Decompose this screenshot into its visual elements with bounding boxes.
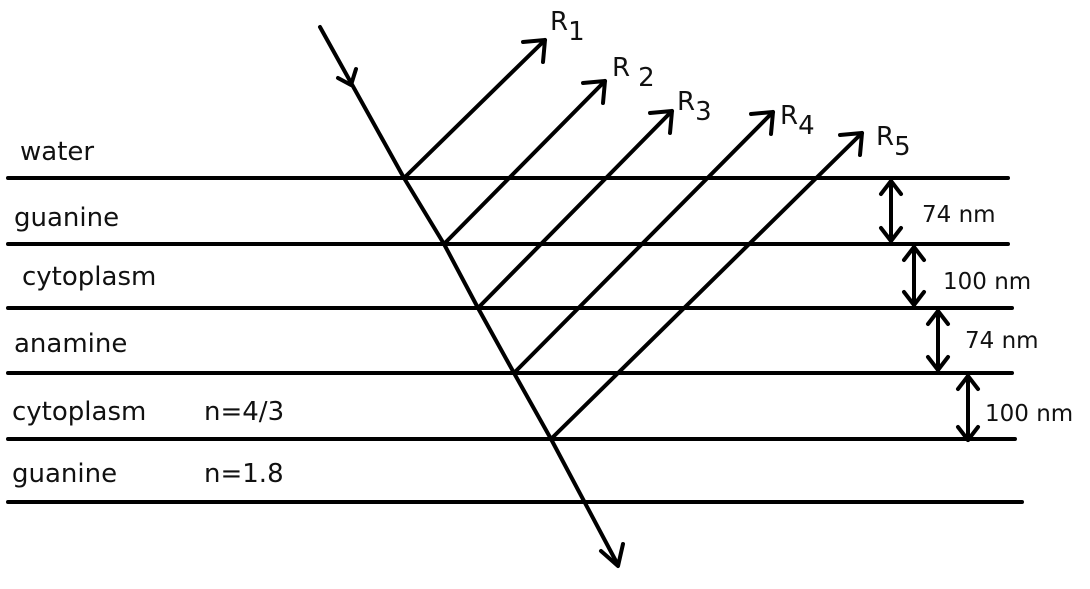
incident-arrowhead xyxy=(336,67,358,87)
reflected-ray-3-arrowhead xyxy=(648,109,674,135)
ray-label-r1: R1 xyxy=(550,7,585,47)
layer-index-cytoplasm: n=4/3 xyxy=(204,397,284,427)
reflected-ray-2 xyxy=(442,79,607,246)
reflected-ray-4-arrowhead xyxy=(749,110,775,136)
layer-label-cytoplasm-bottom: cytoplasm xyxy=(12,397,146,427)
dimension-arrow-1-bottom-head xyxy=(879,226,903,243)
transmitted-arrowhead xyxy=(599,542,625,568)
dimension-arrow-4-bottom-head xyxy=(956,425,980,442)
thickness-label-1: 74 nm xyxy=(922,202,996,228)
dimension-arrow-3-bottom-head xyxy=(926,355,950,372)
reflected-rays xyxy=(402,38,864,441)
layer-index-guanine: n=1.8 xyxy=(204,459,284,489)
thickness-dimensions: 74 nm 100 nm 74 nm 100 nm xyxy=(879,179,1073,442)
thickness-label-4: 100 nm xyxy=(985,401,1073,427)
ray-label-r3: R3 xyxy=(677,87,712,127)
dimension-arrow-2-bottom-head xyxy=(902,290,926,307)
reflected-ray-4 xyxy=(512,110,775,375)
layer-label-guanine-top: guanine xyxy=(14,203,119,233)
layer-label-water: water xyxy=(20,137,94,167)
dimension-arrow-4-top-head xyxy=(956,374,980,391)
reflected-ray-1-arrowhead xyxy=(521,38,547,64)
layer-label-cytoplasm-top: cytoplasm xyxy=(22,262,156,292)
dimension-arrow-3-top-head xyxy=(926,309,950,326)
layer-label-anamine: anamine xyxy=(14,329,127,359)
incident-ray-path xyxy=(318,25,620,567)
ray-label-r4: R4 xyxy=(780,101,815,141)
dimension-arrow-2-top-head xyxy=(902,245,926,262)
thickness-label-3: 74 nm xyxy=(965,328,1039,354)
layer-labels: water guanine cytoplasm anamine cytoplas… xyxy=(12,137,284,489)
layer-label-guanine-bottom: guanine xyxy=(12,459,117,489)
reflected-ray-5-arrowhead xyxy=(838,131,864,157)
ray-label-r5: R5 xyxy=(876,122,911,162)
thickness-label-2: 100 nm xyxy=(943,269,1031,295)
reflected-ray-2-arrowhead xyxy=(581,79,607,105)
interface-lines xyxy=(6,176,1024,504)
reflected-ray-3 xyxy=(476,109,674,310)
reflected-ray-1 xyxy=(402,38,547,180)
dimension-arrow-1-top-head xyxy=(879,179,903,196)
reflected-ray-5 xyxy=(549,131,864,441)
